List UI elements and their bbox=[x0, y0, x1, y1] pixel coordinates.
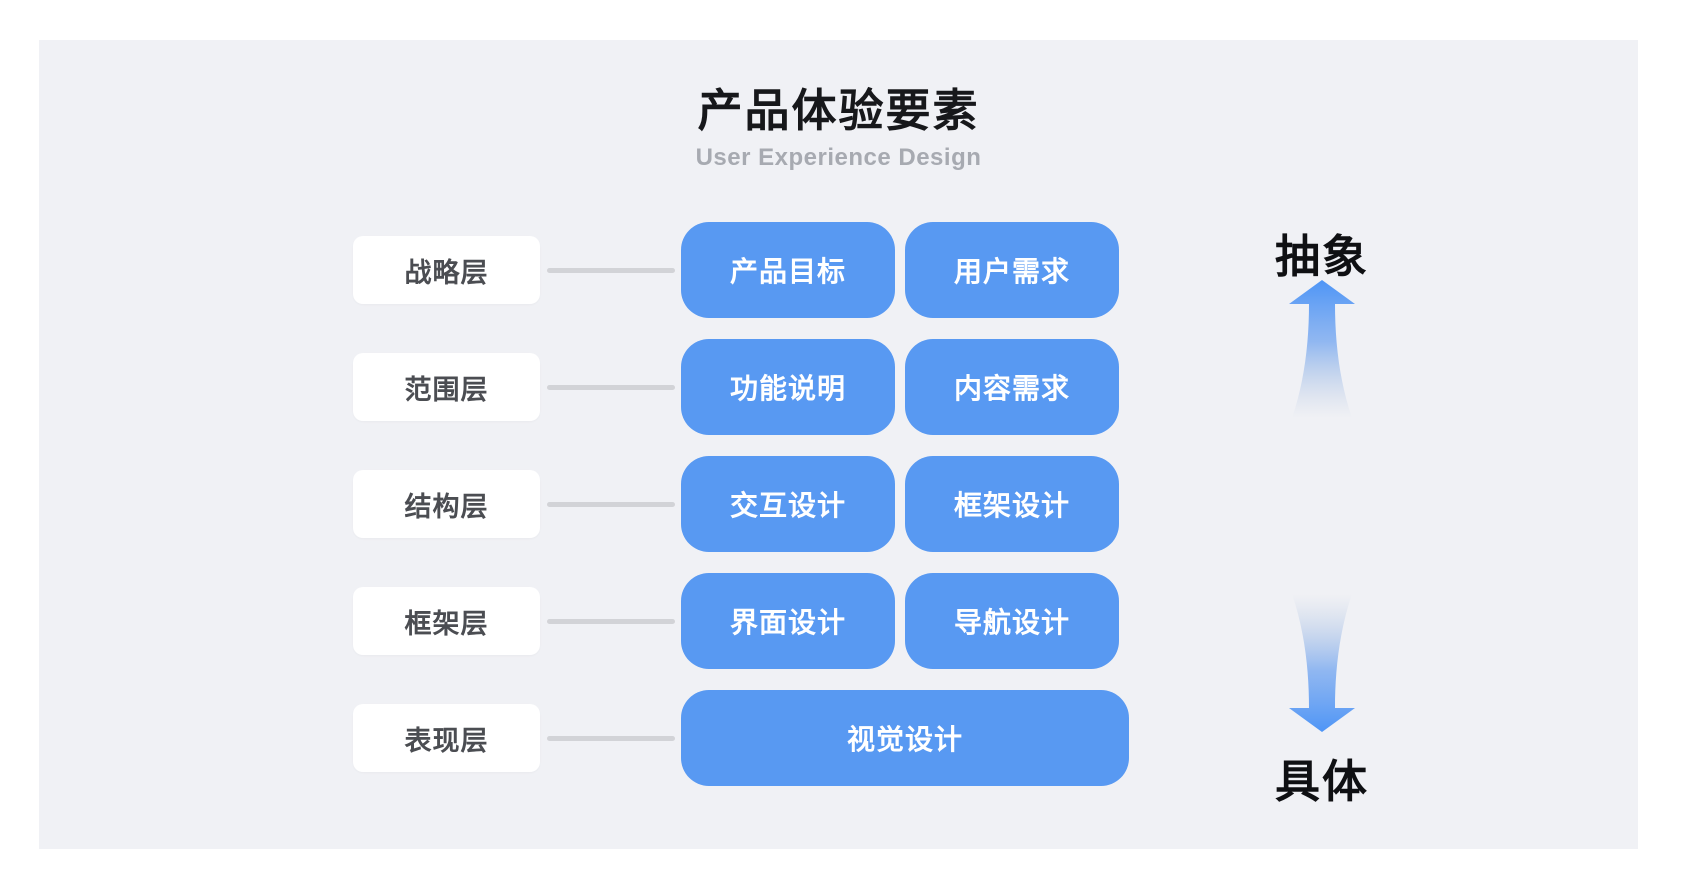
element-card: 用户需求 bbox=[905, 222, 1119, 318]
element-card: 视觉设计 bbox=[681, 690, 1129, 786]
axis-label-abstract: 抽象 bbox=[1274, 231, 1369, 282]
axis-label-concrete: 具体 bbox=[1274, 756, 1369, 807]
connector-line bbox=[547, 501, 675, 507]
page-subtitle: User Experience Design bbox=[695, 143, 982, 171]
element-card: 产品目标 bbox=[681, 222, 895, 318]
connector-line bbox=[547, 735, 675, 741]
layer-label: 框架层 bbox=[353, 587, 540, 655]
element-card: 界面设计 bbox=[681, 573, 895, 669]
layer-label: 表现层 bbox=[353, 704, 540, 772]
diagram-header: 产品体验要素 User Experience Design bbox=[39, 86, 1638, 172]
down-arrow-icon bbox=[1289, 593, 1355, 732]
layer-label: 战略层 bbox=[353, 236, 540, 304]
layer-row-surface: 表现层 视觉设计 bbox=[353, 690, 1129, 786]
layer-label: 范围层 bbox=[353, 353, 540, 421]
layer-label: 结构层 bbox=[353, 470, 540, 538]
connector-line bbox=[547, 618, 675, 624]
element-card: 框架设计 bbox=[905, 456, 1119, 552]
element-card: 交互设计 bbox=[681, 456, 895, 552]
diagram-panel: 产品体验要素 User Experience Design 战略层 产品目标 用… bbox=[39, 40, 1638, 849]
connector-line bbox=[547, 384, 675, 390]
element-card: 导航设计 bbox=[905, 573, 1119, 669]
up-arrow-icon bbox=[1289, 280, 1355, 418]
connector-line bbox=[547, 267, 675, 273]
layer-row-skeleton: 框架层 界面设计 导航设计 bbox=[353, 573, 1119, 669]
page-title: 产品体验要素 bbox=[697, 85, 980, 136]
layer-row-structure: 结构层 交互设计 框架设计 bbox=[353, 456, 1119, 552]
element-card: 内容需求 bbox=[905, 339, 1119, 435]
layer-row-strategy: 战略层 产品目标 用户需求 bbox=[353, 222, 1119, 318]
layer-row-scope: 范围层 功能说明 内容需求 bbox=[353, 339, 1119, 435]
element-card: 功能说明 bbox=[681, 339, 895, 435]
